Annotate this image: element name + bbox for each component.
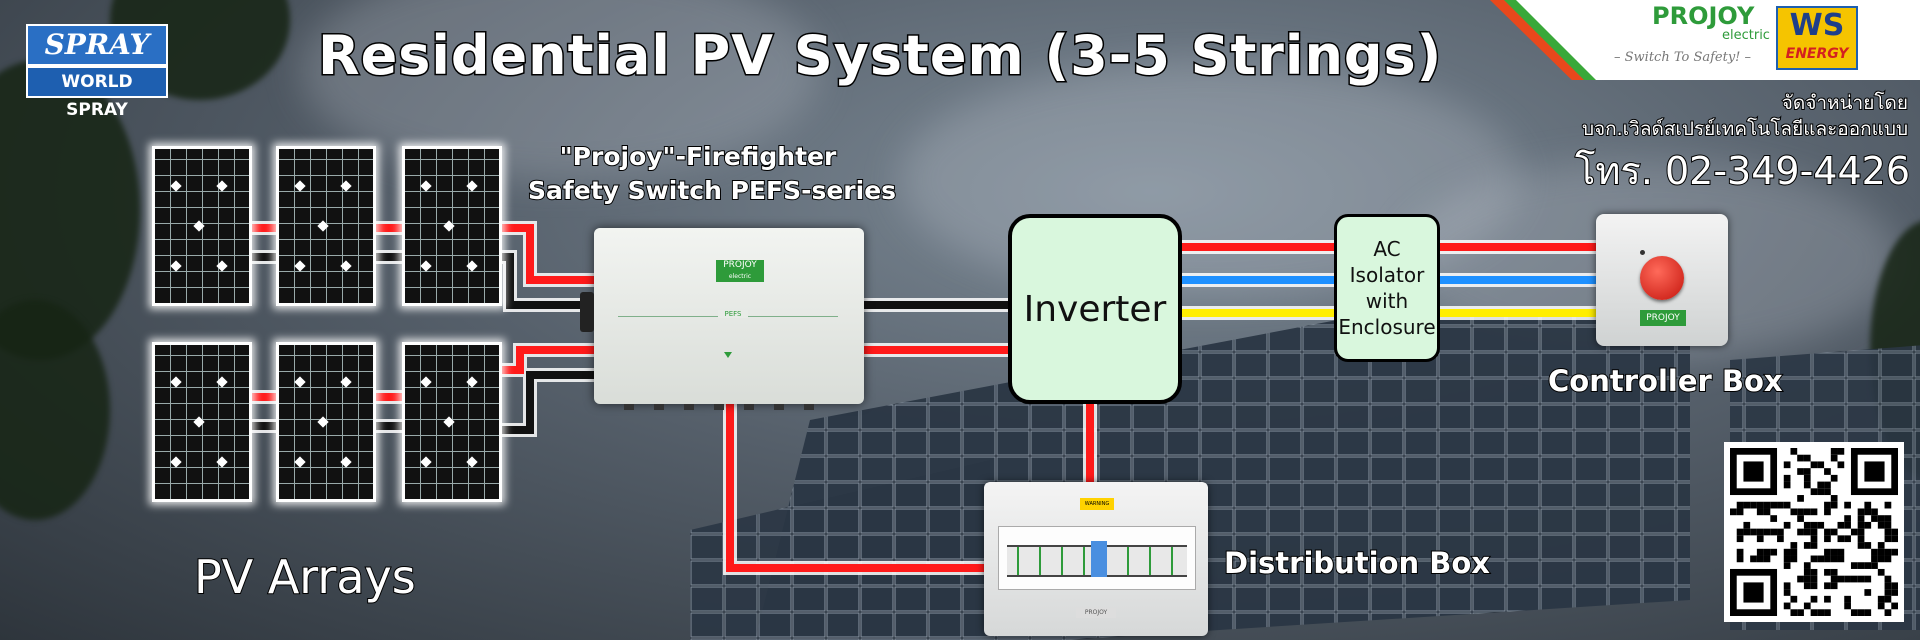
panel-cell-node xyxy=(317,416,329,428)
distribution-box-label: Distribution Box xyxy=(1223,545,1491,581)
panel-cell-node xyxy=(420,456,432,468)
pefs-safety-switch: PROJOY electric PEFS xyxy=(580,228,864,410)
panel-cell-node xyxy=(420,260,432,272)
pv-arrays-label: PV Arrays xyxy=(193,549,417,605)
emergency-stop-button-icon xyxy=(1640,256,1684,300)
panel-cell-node xyxy=(443,220,455,232)
ws-energy-logo: WS ENERGY xyxy=(1776,6,1858,70)
projoy-slogan: – Switch To Safety! – xyxy=(1614,50,1752,65)
distributor-phone: โทร. 02-349-4426 xyxy=(1574,148,1911,194)
ac-isolator-box: AC Isolator with Enclosure xyxy=(1334,214,1440,362)
panel-cell-node xyxy=(170,376,182,388)
spray-logo-top: SPRAY xyxy=(26,24,168,66)
panel-cell-node xyxy=(317,220,329,232)
panel-cell-node xyxy=(340,260,352,272)
inverter-box: Inverter xyxy=(1008,214,1182,404)
pefs-caption-line2: Safety Switch PEFS-series xyxy=(527,175,897,206)
pefs-indicator-icon xyxy=(724,352,732,358)
pefs-badge-text: PROJOY xyxy=(723,260,757,270)
ws-logo-sub: ENERGY xyxy=(1785,46,1849,62)
panel-cell-node xyxy=(170,456,182,468)
panel-cell-node xyxy=(170,260,182,272)
panel-cell-node xyxy=(216,260,228,272)
solar-panel-icon xyxy=(152,342,252,502)
ac-isolator-line3: with xyxy=(1365,289,1409,313)
panel-cell-node xyxy=(466,260,478,272)
ws-logo-text: WS xyxy=(1789,8,1845,43)
distribution-badge: PROJOY xyxy=(1076,608,1116,618)
pefs-badge: PROJOY electric xyxy=(716,260,764,282)
distributor-line1: จัดจำหน่ายโดย xyxy=(1781,91,1909,115)
panel-cell-node xyxy=(466,456,478,468)
pefs-model-label: PEFS xyxy=(718,310,748,318)
projoy-logo-text: PROJOY xyxy=(1652,2,1755,30)
solar-panel-icon xyxy=(276,342,376,502)
solar-panel-icon xyxy=(402,342,502,502)
qr-code-pattern xyxy=(1730,448,1898,616)
pefs-cable-glands xyxy=(624,404,834,410)
panel-cell-node xyxy=(466,180,478,192)
pefs-side-handle xyxy=(580,292,594,332)
controller-box-label: Controller Box xyxy=(1547,363,1784,399)
pefs-caption-line1: "Projoy"-Firefighter xyxy=(559,141,838,172)
solar-panel-icon xyxy=(402,146,502,306)
controller-box: PROJOY xyxy=(1596,214,1728,346)
ac-isolator-line2: Isolator xyxy=(1349,263,1425,287)
pefs-badge-sub: electric xyxy=(728,273,752,280)
panel-cell-node xyxy=(340,180,352,192)
distributor-company: บจก.เวิลด์สเปรย์เทคโนโลยีและออกแบบ xyxy=(1581,117,1909,141)
solar-panel-icon xyxy=(276,146,376,306)
ac-isolator-line1: AC xyxy=(1373,237,1401,261)
projoy-logo-sub: electric xyxy=(1722,28,1770,43)
panel-cell-node xyxy=(216,456,228,468)
distribution-box: WARNING PROJOY xyxy=(984,482,1208,636)
panel-cell-node xyxy=(466,376,478,388)
qr-code-icon xyxy=(1724,442,1904,622)
panel-cell-node xyxy=(294,456,306,468)
ac-isolator-line4: Enclosure xyxy=(1338,315,1436,339)
breaker-panel xyxy=(998,526,1196,590)
spray-logo-bottom: WORLD SPRAY xyxy=(26,66,168,120)
panel-cell-node xyxy=(443,416,455,428)
page-title: Residential PV System (3-5 Strings) xyxy=(316,23,1443,89)
inverter-label: Inverter xyxy=(1023,288,1167,330)
warning-label: WARNING xyxy=(1080,498,1114,510)
controller-led xyxy=(1640,250,1645,255)
panel-cell-node xyxy=(420,180,432,192)
panel-cell-node xyxy=(420,376,432,388)
cloud xyxy=(300,0,820,180)
panel-cell-node xyxy=(170,180,182,192)
panel-cell-node xyxy=(294,376,306,388)
world-spray-logo: SPRAY WORLD SPRAY xyxy=(26,24,168,120)
panel-cell-node xyxy=(216,376,228,388)
panel-cell-node xyxy=(216,180,228,192)
controller-badge: PROJOY xyxy=(1640,310,1686,326)
panel-cell-node xyxy=(193,220,205,232)
panel-cell-node xyxy=(340,456,352,468)
panel-cell-node xyxy=(193,416,205,428)
surge-protector xyxy=(1091,541,1107,577)
panel-cell-node xyxy=(340,376,352,388)
solar-panel-icon xyxy=(152,146,252,306)
panel-cell-node xyxy=(294,180,306,192)
panel-cell-node xyxy=(294,260,306,272)
